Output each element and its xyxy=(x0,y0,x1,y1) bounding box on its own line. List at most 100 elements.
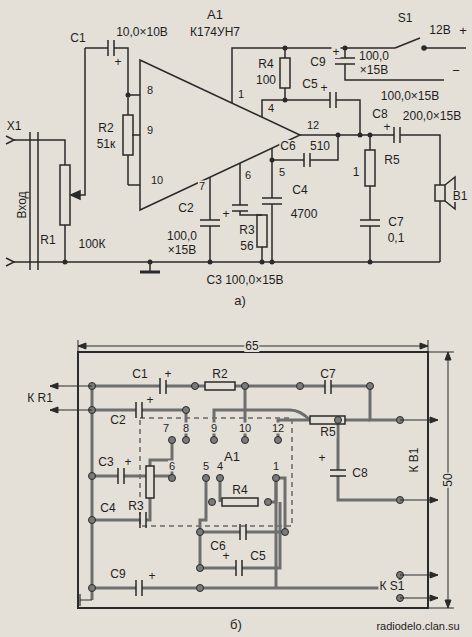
schematic-label: C5 xyxy=(301,78,318,90)
schematic-label: R4 xyxy=(257,58,274,70)
schematic-label: B1 xyxy=(452,190,469,202)
schematic-label: R5 xyxy=(383,154,400,166)
schematic-label: 100,0×15В xyxy=(380,90,440,102)
schematic-label: C5 xyxy=(249,550,266,562)
schematic-label: 12 xyxy=(271,423,285,434)
schematic-label: 8 xyxy=(182,423,190,434)
schematic-label: + xyxy=(113,56,122,68)
wire xyxy=(80,48,85,195)
capacitor-symbol xyxy=(300,127,440,185)
schematic-label: К В1 xyxy=(408,446,420,473)
schematic-label: 5 xyxy=(202,461,210,472)
schematic-label: R3 xyxy=(238,224,255,236)
schematic-label: + xyxy=(147,570,156,582)
schematic-label: 51к xyxy=(96,138,117,150)
schematic-label: а) xyxy=(233,294,247,307)
schematic-label: ×15В xyxy=(359,64,389,76)
pcb-pads xyxy=(89,383,404,602)
schematic-label: C4 xyxy=(99,502,116,514)
wire xyxy=(14,140,65,262)
schematic-label: C1 xyxy=(69,32,86,44)
schematic-label: К174УН7 xyxy=(189,26,241,38)
pcb-outline xyxy=(78,352,428,608)
schematic-label: 4 xyxy=(267,103,275,114)
schematic-label: 0,1 xyxy=(387,232,406,244)
schematic-label: C8 xyxy=(371,108,388,120)
supply-wire xyxy=(232,38,466,103)
schematic-label: Вход xyxy=(16,190,28,219)
schematic-label: К R1 xyxy=(26,392,54,404)
lead-arrows xyxy=(50,383,438,601)
amplifier-symbol xyxy=(140,60,300,210)
schematic-label: R2 xyxy=(211,368,228,380)
schematic-label: C2 xyxy=(109,414,126,426)
dimension-lines xyxy=(78,340,454,608)
schematic-label: C8 xyxy=(351,467,368,479)
resistor-symbol xyxy=(257,215,267,247)
schematic-label: C4 xyxy=(291,184,308,196)
schematic-label: 4 xyxy=(216,461,224,472)
resistor-symbol xyxy=(60,165,70,225)
schematic-label: 12В xyxy=(428,24,451,36)
schematic-label: 7 xyxy=(162,423,170,434)
switch-contact xyxy=(422,46,426,50)
resistor-symbol xyxy=(123,115,133,155)
schematic-label: 1 xyxy=(237,89,245,100)
pcb-components xyxy=(118,378,346,596)
ic-pins xyxy=(128,95,140,185)
connection-leads xyxy=(50,386,438,606)
schematic-label: 100,0 xyxy=(166,230,198,242)
schematic-label: C3 xyxy=(97,456,114,468)
wiper-arrow xyxy=(71,191,80,199)
schematic-label: 6 xyxy=(244,170,252,181)
schematic-label: C9 xyxy=(109,568,126,580)
resistor-symbol xyxy=(365,150,375,186)
dimension-arrows xyxy=(78,343,451,608)
schematic-label: radiodelo.clan.su xyxy=(375,621,460,632)
schematic-label: + xyxy=(331,46,340,58)
schematic-label: 56 xyxy=(239,240,254,252)
schematic-label: A1 xyxy=(206,8,224,21)
schematic-label: R3 xyxy=(127,500,144,512)
capacitor-symbol xyxy=(85,40,128,185)
schematic-label: 50 xyxy=(442,472,454,487)
schematic-label: + xyxy=(123,456,132,468)
schematic-label: C9 xyxy=(309,56,326,68)
schematic-label: 6 xyxy=(168,461,176,472)
schematic-label: К S1 xyxy=(378,580,405,592)
resistor-symbol xyxy=(280,58,290,88)
pcb-traces xyxy=(92,386,400,600)
schematic-label: 100К xyxy=(77,238,106,250)
cable-shield xyxy=(30,132,38,270)
wire xyxy=(360,135,380,262)
schematic-label: 100,0 xyxy=(358,50,390,62)
schematic-label: R1 xyxy=(39,234,56,246)
junction-dots xyxy=(63,46,373,265)
schematic-label: C7 xyxy=(387,216,404,228)
schematic-label: − xyxy=(451,64,461,77)
schematic-label: X1 xyxy=(6,120,23,132)
schematic-label: + xyxy=(163,368,172,380)
schematic-label: R4 xyxy=(231,484,248,496)
schematic-label: C7 xyxy=(319,368,336,380)
schematic-label: R5 xyxy=(319,426,336,438)
schematic-label: 510 xyxy=(309,140,331,152)
capacitor-symbol xyxy=(330,92,360,135)
schematic-label: 1 xyxy=(272,461,280,472)
schematic-label: + xyxy=(317,452,326,464)
schematic-label: 5 xyxy=(278,167,286,178)
schematic-label: 9 xyxy=(210,423,218,434)
ic-outline xyxy=(140,418,292,526)
schematic-label: C2 xyxy=(177,202,194,214)
schematic-label: 10,0×10В xyxy=(115,26,169,38)
schematic-label: б) xyxy=(229,618,243,631)
speaker-symbol xyxy=(435,185,445,201)
schematic-label: 100 xyxy=(255,74,277,86)
schematic-label: 1 xyxy=(352,166,361,178)
schematic-label: 8 xyxy=(146,85,154,96)
schematic-label: C6 xyxy=(279,140,296,152)
schematic-label: S1 xyxy=(397,12,414,24)
schematic-label: + xyxy=(319,82,328,94)
